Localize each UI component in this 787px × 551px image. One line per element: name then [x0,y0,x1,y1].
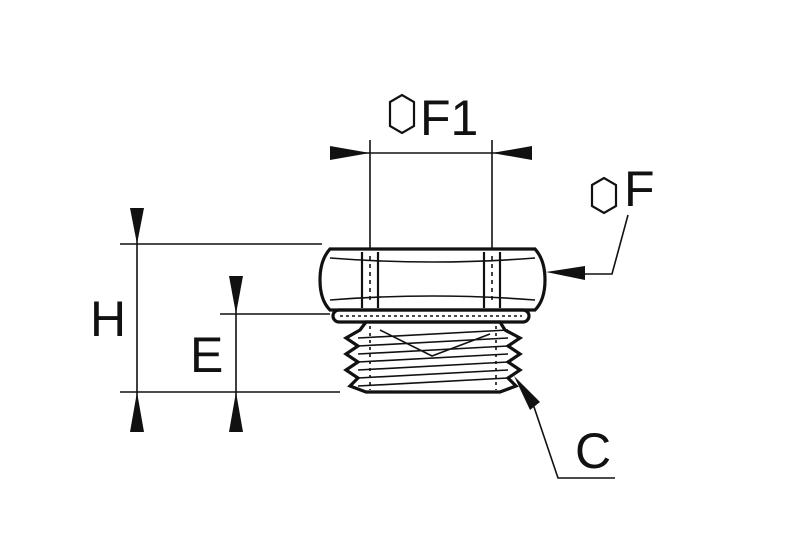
arrow-h-bottom [130,392,144,432]
label-f1: F1 [420,90,478,146]
dimension-e: E [190,276,330,432]
arrow-f [546,266,585,280]
dimension-c: C [514,376,615,479]
dimension-f1: F1 [330,90,532,248]
hexagon-icon [590,176,618,215]
label-c: C [575,423,611,479]
dimension-h: H [90,208,340,432]
label-e: E [190,327,223,383]
arrow-f1-right [492,146,532,160]
label-f: F [624,161,655,217]
thread-body [342,320,524,394]
arrow-h-top [130,208,144,244]
arrow-e-top [229,276,243,314]
arrow-f1-left [330,146,370,160]
hexagon-icon [388,93,416,135]
dimension-f: F [546,161,655,280]
label-h: H [90,291,126,347]
hex-head [318,247,547,312]
arrow-c [514,376,540,410]
arrow-e-bottom [229,392,243,432]
hex-plug-part [318,247,547,394]
